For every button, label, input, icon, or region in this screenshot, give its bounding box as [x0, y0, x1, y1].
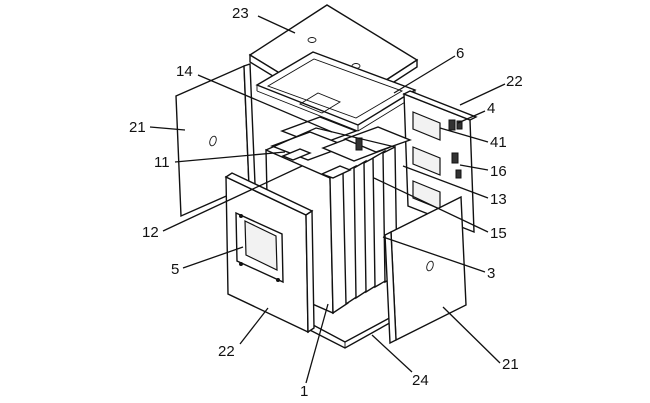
left-side-plate — [224, 172, 315, 334]
label-door-right: 21 — [502, 356, 519, 373]
label-part-3: 3 — [487, 265, 495, 282]
label-part-13: 13 — [490, 191, 507, 208]
label-part-12: 12 — [142, 224, 159, 241]
right-door — [384, 195, 467, 345]
label-plate-14: 14 — [176, 63, 193, 80]
label-base-24: 24 — [412, 372, 429, 389]
label-part-11: 11 — [154, 154, 170, 171]
label-module: 4 — [487, 100, 495, 117]
label-side-plate-left: 22 — [218, 343, 235, 360]
label-part-16: 16 — [490, 163, 507, 180]
right-side-plate — [402, 90, 478, 234]
label-side-plate-right: 22 — [506, 73, 523, 90]
part-labels: 23 6 22 4 14 21 41 11 16 13 12 15 5 3 22… — [129, 5, 523, 400]
label-part-5: 5 — [171, 261, 179, 278]
label-frame: 6 — [456, 45, 464, 62]
frame — [255, 51, 417, 132]
label-door-left: 21 — [129, 119, 146, 136]
label-hook-41: 41 — [490, 134, 507, 151]
label-top-cover: 23 — [232, 5, 249, 22]
leader-lines — [149, 15, 506, 384]
label-part-15: 15 — [490, 225, 507, 242]
label-body-1: 1 — [300, 383, 308, 400]
